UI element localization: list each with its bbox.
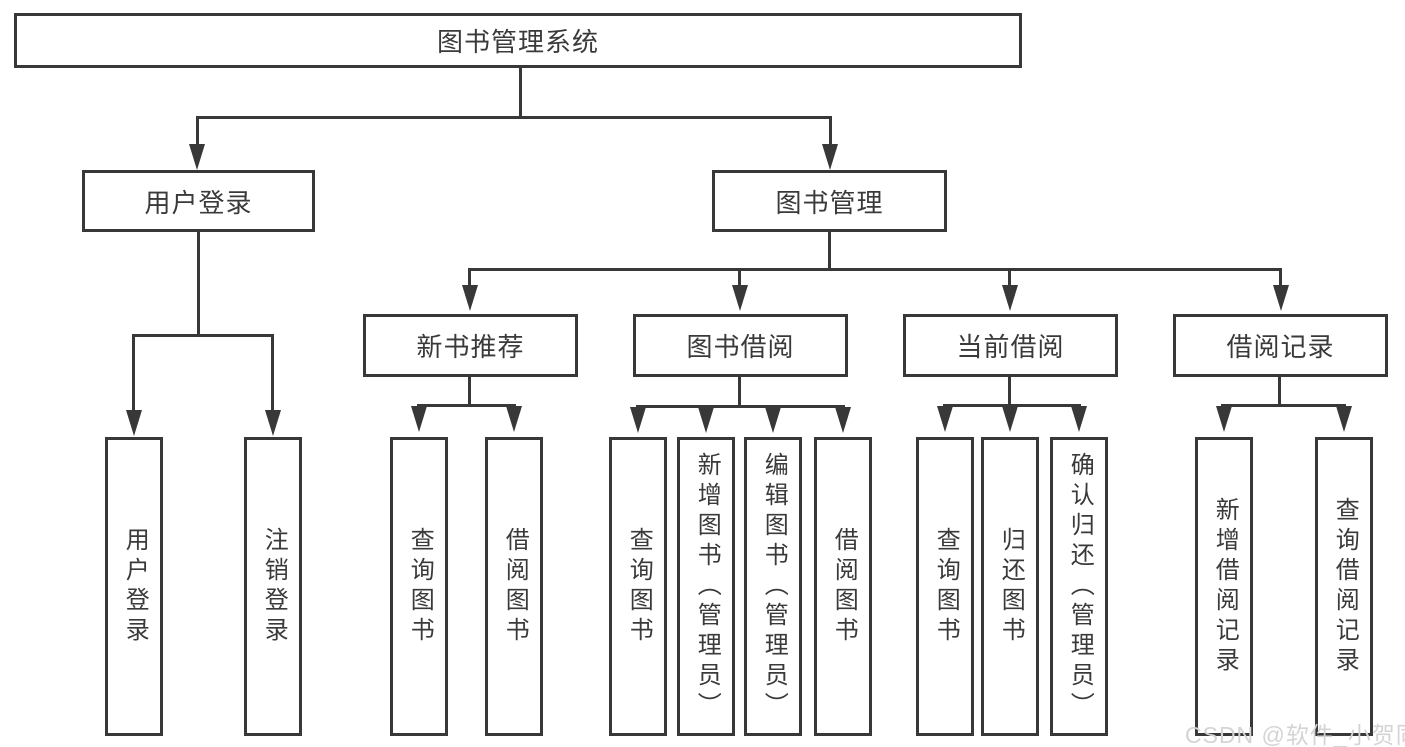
leaf-borrow-book-recommend: 借阅图书 (485, 437, 543, 736)
leaf-confirm-return-admin: 确认归还（管理员） (1050, 437, 1108, 736)
leaf-borrow-book-label: 借阅图书 (830, 526, 858, 647)
node-user-login: 用户登录 (82, 170, 315, 232)
node-book-management-label: 图书管理 (775, 187, 884, 218)
connector-newbook-stem (468, 377, 471, 406)
node-new-book-recommend-label: 新书推荐 (416, 332, 525, 362)
arrow-newbook-child-1 (411, 406, 427, 432)
arrow-borrow-child-1 (630, 407, 646, 433)
leaf-query-book-recommend: 查询图书 (390, 437, 448, 736)
connector-drop-leaf-login (132, 334, 135, 412)
connector-root-split (196, 116, 832, 119)
leaf-borrow-book-recommend-label: 借阅图书 (501, 526, 529, 647)
arrow-to-user-login (189, 144, 205, 170)
leaf-query-borrow-record: 查询借阅记录 (1315, 437, 1373, 736)
leaf-user-login-label: 用户登录 (121, 526, 149, 647)
arrow-to-current (1002, 285, 1018, 311)
node-current-borrowing: 当前借阅 (903, 314, 1118, 377)
connector-records-stem (1278, 377, 1281, 406)
node-current-borrowing-label: 当前借阅 (956, 332, 1065, 362)
leaf-user-login: 用户登录 (105, 437, 163, 736)
leaf-logout: 注销登录 (244, 437, 302, 736)
arrow-records-child-2 (1336, 406, 1352, 432)
leaf-confirm-return-admin-label: 确认归还（管理员） (1066, 451, 1094, 722)
leaf-add-borrow-record-label: 新增借阅记录 (1211, 496, 1239, 677)
arrow-current-child-2 (1002, 406, 1018, 432)
connector-drop-leaf-logout (271, 334, 274, 412)
leaf-query-book-current-label: 查询图书 (932, 526, 960, 647)
connector-newbook-split (417, 404, 516, 407)
leaf-add-borrow-record: 新增借阅记录 (1195, 437, 1253, 736)
connector-borrow-stem (738, 377, 741, 407)
connector-bookmgmt-split (468, 268, 1282, 271)
leaf-add-book-admin-label: 新增图书（管理员） (693, 451, 721, 722)
connector-root-stem (519, 67, 522, 118)
connector-drop-current (1008, 268, 1011, 286)
leaf-return-book-label: 归还图书 (997, 526, 1025, 647)
arrow-current-child-1 (937, 406, 953, 432)
connector-current-split (943, 404, 1081, 407)
leaf-add-book-admin: 新增图书（管理员） (677, 437, 735, 736)
connector-records-split (1221, 404, 1346, 407)
watermark-text: CSDN @软件_小贺同学 (1185, 722, 1405, 747)
arrow-records-child-1 (1216, 406, 1232, 432)
connector-drop-user-login (196, 116, 199, 146)
node-root: 图书管理系统 (14, 13, 1022, 68)
connector-drop-book-mgmt (829, 116, 832, 146)
arrow-newbook-child-2 (506, 406, 522, 432)
arrow-to-leaf-login (126, 410, 142, 436)
connector-drop-newbook (468, 268, 471, 286)
arrow-to-newbook (462, 285, 478, 311)
node-book-borrowing-label: 图书借阅 (686, 332, 795, 362)
leaf-logout-label: 注销登录 (260, 526, 288, 647)
connector-drop-records (1279, 268, 1282, 286)
connector-userlogin-stem (197, 231, 200, 336)
leaf-borrow-book: 借阅图书 (814, 437, 872, 736)
arrow-borrow-child-3 (765, 407, 781, 433)
leaf-edit-book-admin: 编辑图书（管理员） (744, 437, 802, 736)
arrow-borrow-child-4 (835, 407, 851, 433)
leaf-query-book-borrowing-label: 查询图书 (625, 526, 653, 647)
connector-current-stem (1008, 377, 1011, 406)
node-book-management: 图书管理 (712, 170, 947, 232)
node-book-borrowing: 图书借阅 (633, 314, 848, 377)
connector-userlogin-split (132, 334, 274, 337)
node-user-login-label: 用户登录 (144, 187, 253, 218)
connector-bookmgmt-stem (828, 232, 831, 270)
leaf-query-book-borrowing: 查询图书 (609, 437, 667, 736)
leaf-query-book-current: 查询图书 (916, 437, 974, 736)
node-root-label: 图书管理系统 (436, 27, 599, 57)
arrow-current-child-3 (1071, 406, 1087, 432)
leaf-query-book-recommend-label: 查询图书 (406, 526, 434, 647)
node-borrowing-records: 借阅记录 (1173, 314, 1388, 377)
arrow-borrow-child-2 (698, 407, 714, 433)
leaf-query-borrow-record-label: 查询借阅记录 (1331, 496, 1359, 677)
arrow-to-book-mgmt (822, 144, 838, 170)
leaf-edit-book-admin-label: 编辑图书（管理员） (760, 451, 788, 722)
leaf-return-book: 归还图书 (981, 437, 1039, 736)
connector-borrow-split (636, 405, 845, 408)
node-borrowing-records-label: 借阅记录 (1226, 332, 1335, 362)
connector-drop-borrow (738, 268, 741, 286)
arrow-to-leaf-logout (265, 410, 281, 436)
arrow-to-borrow (732, 285, 748, 311)
node-new-book-recommend: 新书推荐 (363, 314, 578, 377)
arrow-to-records (1273, 285, 1289, 311)
